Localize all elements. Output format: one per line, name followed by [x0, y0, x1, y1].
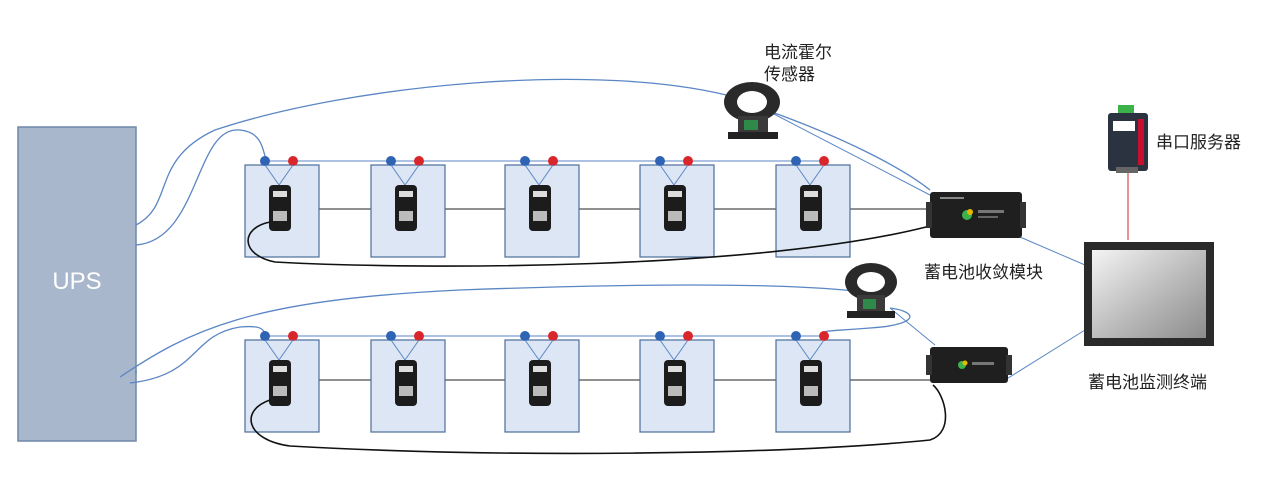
battery-cell — [775, 331, 851, 433]
sensor-barcode — [533, 211, 547, 221]
sense-wire — [673, 339, 689, 361]
negative-terminal — [655, 331, 665, 341]
sense-wire — [264, 339, 280, 361]
negative-terminal — [260, 156, 270, 166]
negative-terminal — [386, 156, 396, 166]
ups-wires — [119, 78, 931, 384]
sense-wire — [809, 339, 825, 361]
battery-cell — [504, 331, 580, 433]
hall-sensor-label-line2: 传感器 — [764, 65, 815, 85]
sense-wire — [795, 164, 811, 186]
battery-cell — [504, 156, 580, 258]
sensor-barcode — [273, 211, 287, 221]
positive-terminal — [288, 156, 298, 166]
battery-cell — [639, 156, 715, 258]
ups-label: UPS — [52, 268, 102, 295]
positive-terminal — [548, 331, 558, 341]
sensor-barcode — [804, 211, 818, 221]
sense-wire — [278, 164, 294, 186]
battery-cell — [775, 156, 851, 258]
sense-wire — [809, 164, 825, 186]
sense-wire — [538, 339, 554, 361]
sense-wire — [524, 339, 540, 361]
sense-wire — [524, 164, 540, 186]
battery-row-1 — [244, 156, 930, 258]
converge-module-device — [926, 192, 1026, 238]
sense-wire — [659, 339, 675, 361]
sensor-barcode — [273, 386, 287, 396]
positive-terminal — [414, 331, 424, 341]
battery-cell — [639, 331, 715, 433]
sensor-label — [804, 366, 818, 372]
serial-server-label: 串口服务器 — [1156, 133, 1241, 153]
hall-sensor-2 — [845, 263, 897, 318]
negative-terminal — [791, 331, 801, 341]
sensor-label — [399, 191, 413, 197]
sensor-signal-wires — [771, 112, 1086, 381]
sense-wire — [390, 339, 406, 361]
converge-module-label: 蓄电池收敛模块 — [924, 263, 1043, 283]
battery-cell — [244, 156, 320, 258]
sensor-label — [804, 191, 818, 197]
sensor-barcode — [668, 211, 682, 221]
sensor-barcode — [533, 386, 547, 396]
positive-terminal — [819, 331, 829, 341]
positive-terminal — [683, 331, 693, 341]
sense-wire — [673, 164, 689, 186]
negative-terminal — [655, 156, 665, 166]
sense-wire — [404, 164, 420, 186]
sense-wire — [404, 339, 420, 361]
sense-wire — [795, 339, 811, 361]
serial-server-device — [1108, 105, 1148, 173]
monitor-screen — [1084, 242, 1214, 346]
monitor-terminal-device — [926, 347, 1012, 383]
sense-wire — [278, 339, 294, 361]
negative-terminal — [260, 331, 270, 341]
battery-cell — [370, 156, 446, 258]
hall-sensor-1 — [724, 82, 780, 139]
sense-wire — [264, 164, 280, 186]
negative-terminal — [520, 156, 530, 166]
battery-cell — [244, 331, 320, 433]
sensor-barcode — [804, 386, 818, 396]
ups-cabinet — [17, 126, 137, 442]
monitor-terminal-label: 蓄电池监测终端 — [1088, 373, 1207, 393]
positive-terminal — [414, 156, 424, 166]
sensor-barcode — [668, 386, 682, 396]
sense-wire — [390, 164, 406, 186]
positive-terminal — [819, 156, 829, 166]
return-loops — [247, 221, 947, 455]
negative-terminal — [520, 331, 530, 341]
negative-terminal — [386, 331, 396, 341]
sensor-barcode — [399, 386, 413, 396]
positive-terminal — [683, 156, 693, 166]
sense-wire — [659, 164, 675, 186]
sensor-label — [668, 191, 682, 197]
sensor-label — [533, 366, 547, 372]
hall-sensor-label-line1: 电流霍尔 — [764, 43, 832, 63]
sense-wire — [538, 164, 554, 186]
positive-terminal — [288, 331, 298, 341]
positive-terminal — [548, 156, 558, 166]
battery-cell — [370, 331, 446, 433]
sensor-label — [399, 366, 413, 372]
sensor-label — [668, 366, 682, 372]
sensor-barcode — [399, 211, 413, 221]
sensor-label — [273, 366, 287, 372]
sensor-label — [273, 191, 287, 197]
negative-terminal — [791, 156, 801, 166]
sensor-label — [533, 191, 547, 197]
battery-row-2 — [244, 331, 930, 433]
